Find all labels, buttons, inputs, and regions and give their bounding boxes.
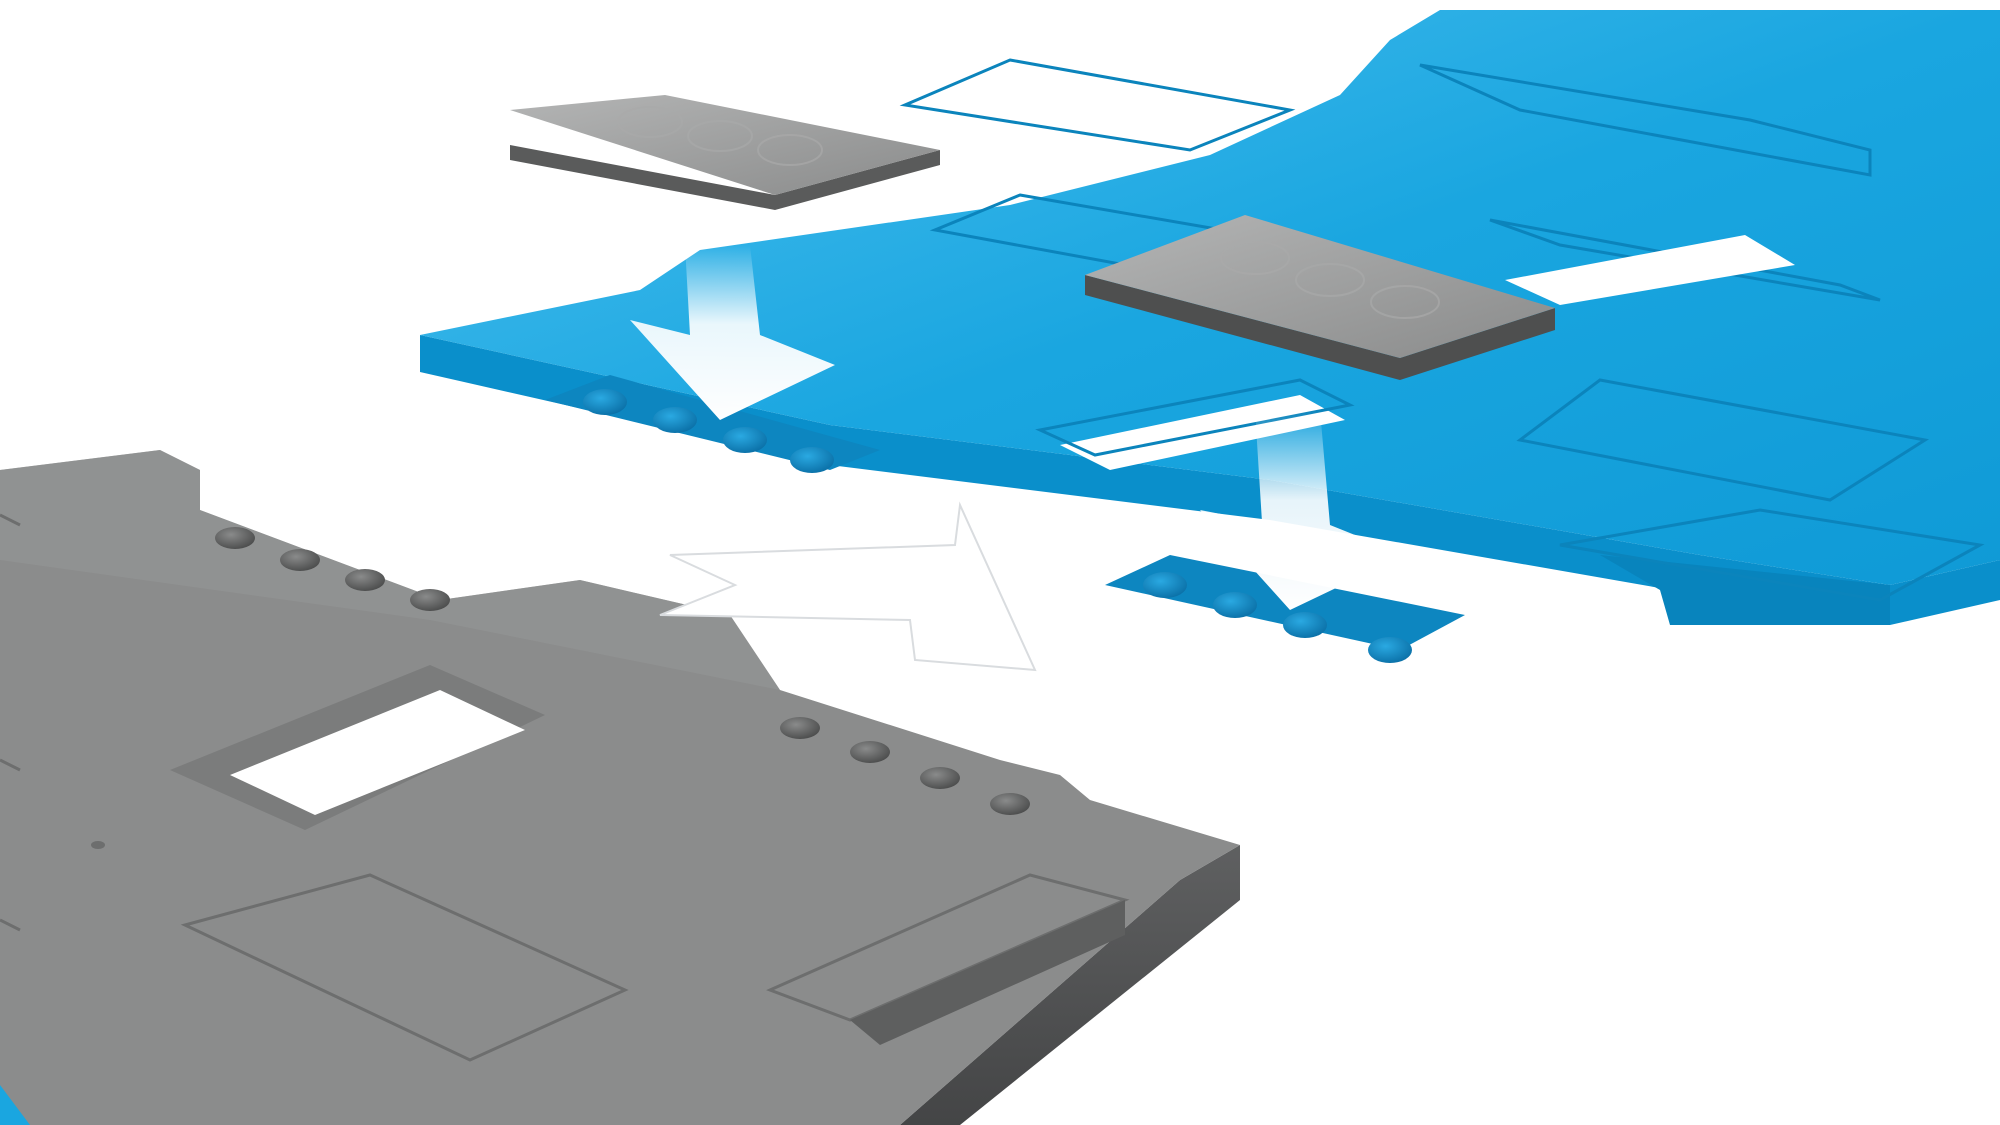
- gray-plate-shade: [0, 450, 780, 690]
- blue-plate-corner-bottom-left: [0, 1085, 30, 1125]
- gray-plate-right-side: [900, 845, 1240, 1125]
- blue-studs-left: [583, 389, 834, 473]
- gray-plate-edge-lines: [0, 513, 21, 932]
- gray-plate-road-strip: [170, 665, 545, 830]
- gray-plate-slot: [850, 900, 1125, 1045]
- tile-left-stud-marks: [617, 106, 823, 166]
- tile-right-stud-marks: [1220, 241, 1440, 319]
- blue-plate-edge-step: [1600, 555, 1890, 625]
- gray-plate-pin-hole: [91, 841, 105, 849]
- connect-arrow-icon: [659, 501, 1037, 672]
- gray-tile-left: [510, 95, 940, 210]
- gray-studs-lower: [780, 717, 1030, 815]
- blue-stud-recess-left: [545, 375, 880, 473]
- blue-studs-right: [1143, 572, 1412, 663]
- gray-plate-top: [0, 450, 1240, 1125]
- gray-studs-upper: [215, 527, 450, 611]
- tile-left-side: [510, 145, 940, 210]
- tile-right-side: [1085, 275, 1555, 380]
- down-arrow-icon: [630, 245, 835, 420]
- gray-road-plate: [0, 450, 1240, 1125]
- gray-tile-right: [1085, 215, 1555, 380]
- down-arrow-icon: [1200, 410, 1405, 610]
- tile-right-top: [1085, 215, 1555, 358]
